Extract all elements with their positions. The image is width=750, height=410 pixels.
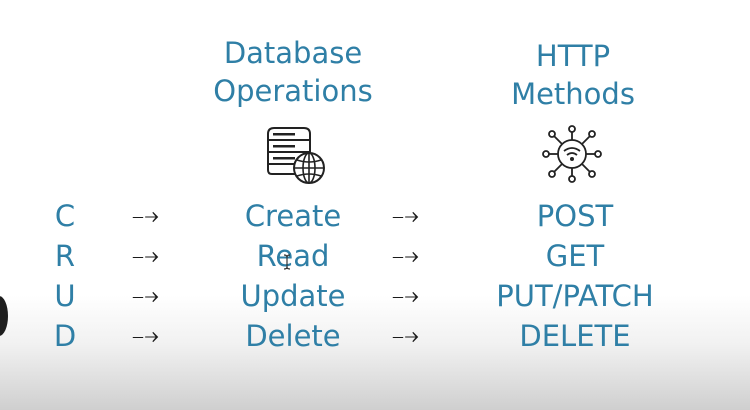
crud-letter: D bbox=[53, 319, 77, 353]
database-heading-line-2: Operations bbox=[213, 74, 373, 108]
db-operation: Update bbox=[240, 279, 346, 313]
arrow-icon: ⤍ bbox=[392, 201, 420, 231]
http-method: PUT/PATCH bbox=[496, 279, 654, 313]
http-heading-line-1: HTTP bbox=[535, 39, 611, 73]
crud-letter: R bbox=[54, 239, 76, 273]
http-method: POST bbox=[536, 199, 614, 233]
crud-row-delete: D ⤍ Delete ⤍ DELETE bbox=[0, 316, 750, 356]
crud-letter: C bbox=[54, 199, 76, 233]
speaker-silhouette bbox=[0, 296, 8, 336]
http-methods-heading: HTTP Methods bbox=[478, 37, 668, 113]
crud-row-create: C ⤍ Create ⤍ POST bbox=[0, 196, 750, 236]
crud-row-read: R ⤍ Read ⤍ GET bbox=[0, 236, 750, 276]
arrow-icon: ⤍ bbox=[392, 241, 420, 271]
database-server-globe-icon bbox=[267, 127, 325, 184]
db-operation: Delete bbox=[245, 319, 341, 353]
http-method: DELETE bbox=[519, 319, 631, 353]
http-method: GET bbox=[545, 239, 605, 273]
arrow-icon: ⤍ bbox=[392, 281, 420, 311]
network-wifi-globe-icon bbox=[542, 125, 602, 183]
arrow-icon: ⤍ bbox=[132, 321, 160, 351]
db-operation: Read bbox=[256, 239, 330, 273]
crud-letter: U bbox=[54, 279, 76, 313]
database-operations-heading: Database Operations bbox=[188, 34, 398, 110]
db-operation: Create bbox=[244, 199, 342, 233]
arrow-icon: ⤍ bbox=[132, 201, 160, 231]
crud-row-update: U ⤍ Update ⤍ PUT/PATCH bbox=[0, 276, 750, 316]
arrow-icon: ⤍ bbox=[392, 321, 420, 351]
arrow-icon: ⤍ bbox=[132, 241, 160, 271]
database-heading-line-1: Database bbox=[223, 36, 363, 70]
text-cursor-icon bbox=[283, 254, 291, 270]
http-heading-line-2: Methods bbox=[511, 77, 635, 111]
arrow-icon: ⤍ bbox=[132, 281, 160, 311]
